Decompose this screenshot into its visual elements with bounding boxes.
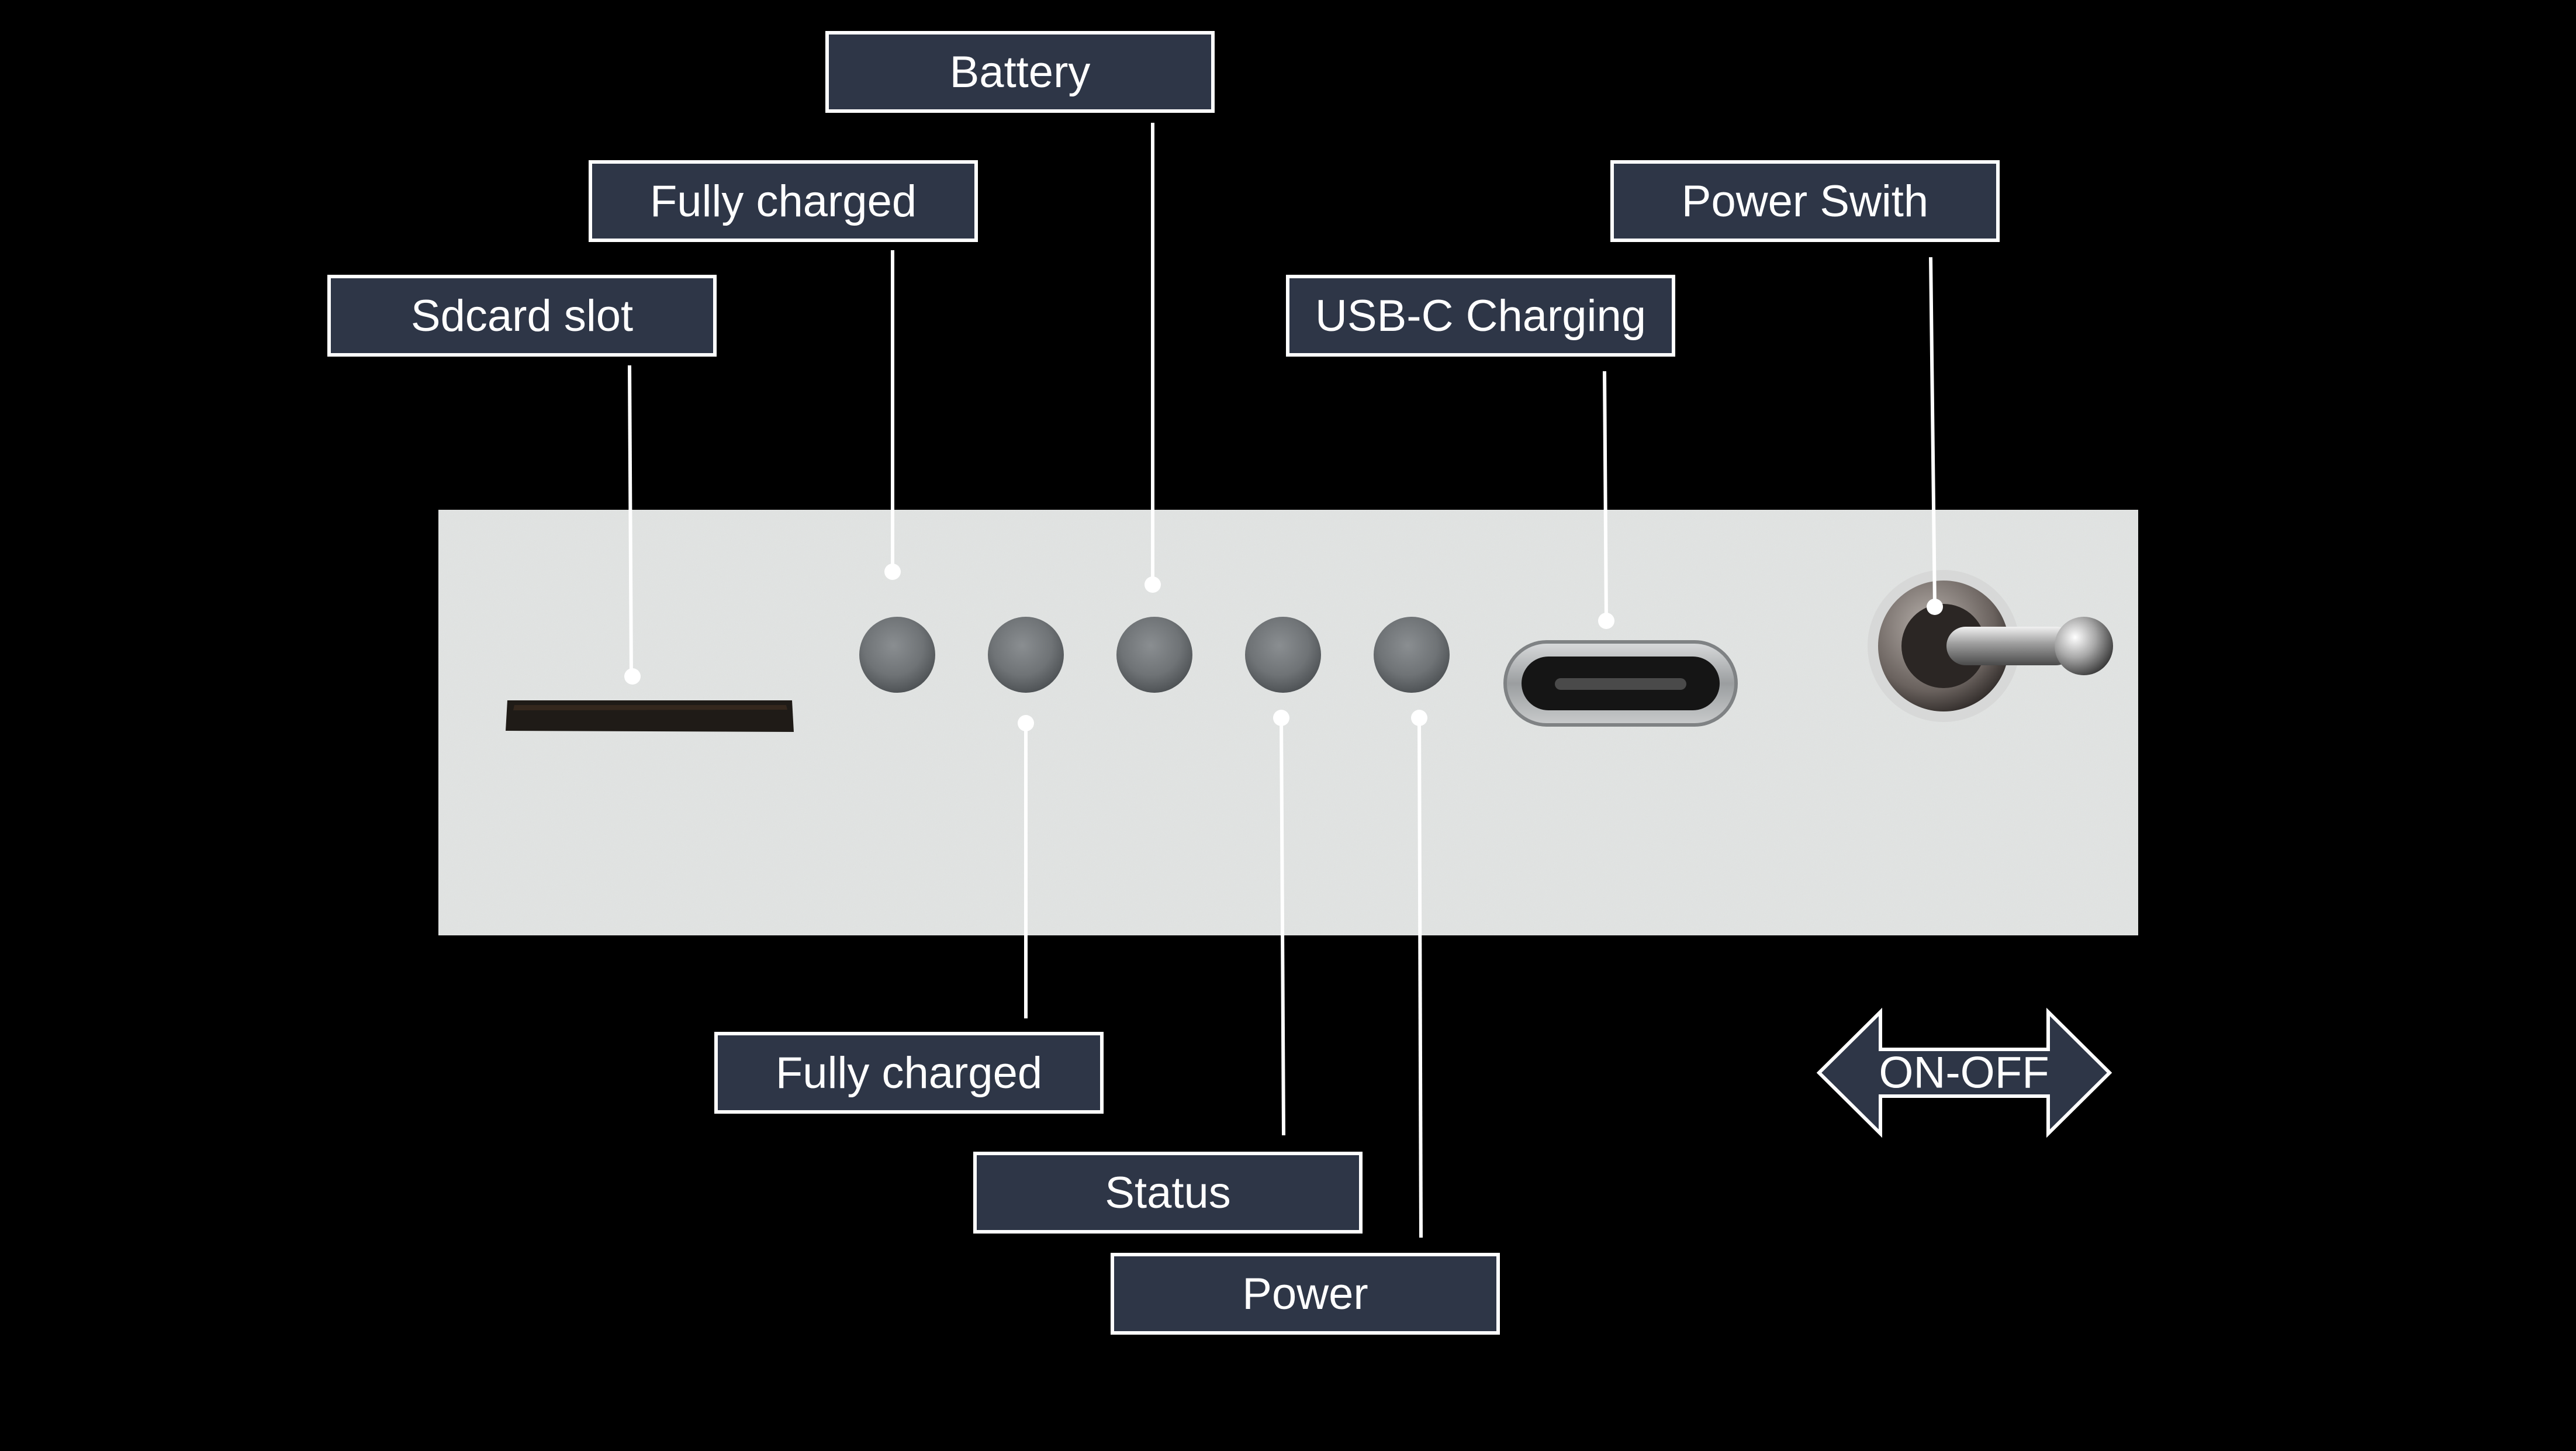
- fully-charged-label-bottom: Fully charged: [714, 1032, 1104, 1114]
- power-switch-label: Power Swith: [1610, 160, 2000, 242]
- battery-label: Battery: [825, 31, 1215, 113]
- on-off-label: ON-OFF: [1879, 1048, 2049, 1098]
- double-arrow-icon: [1816, 1007, 2112, 1138]
- fully-charged-label-top: Fully charged: [589, 160, 978, 242]
- led-indicator-icon: [859, 617, 935, 693]
- led-indicator-icon: [1245, 617, 1321, 693]
- usb-c-charging-label: USB-C Charging: [1286, 275, 1675, 357]
- callout-leader-lines: [624, 123, 1943, 1238]
- sdcard-slot-label: Sdcard slot: [327, 275, 717, 357]
- on-off-indicator: ON-OFF: [1816, 1007, 2112, 1138]
- toggle-switch-icon: [1868, 570, 2113, 722]
- status-label: Status: [973, 1152, 1363, 1234]
- led-indicators: [859, 617, 1450, 693]
- sd-card-slot-icon: [506, 700, 794, 732]
- power-label: Power: [1111, 1253, 1500, 1335]
- led-indicator-icon: [988, 617, 1064, 693]
- led-indicator-icon: [1116, 617, 1192, 693]
- usb-c-port-icon: [1503, 640, 1738, 727]
- led-indicator-icon: [1374, 617, 1450, 693]
